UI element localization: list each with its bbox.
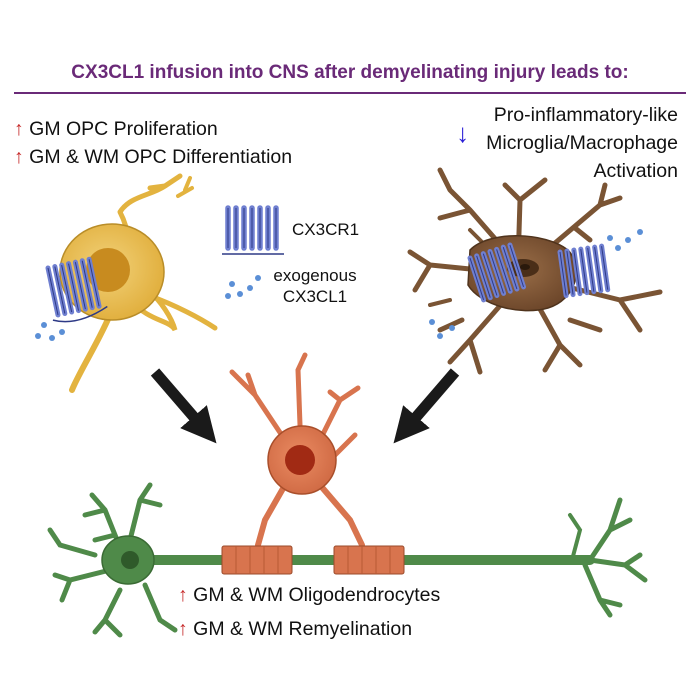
opc-ligand-dots <box>35 322 65 341</box>
outcome-2: ↑ GM & WM Remyelination <box>178 618 412 641</box>
title-underline <box>14 92 686 94</box>
microglia-receptor-right <box>557 243 611 299</box>
microglia-ligand-dots <box>429 229 643 339</box>
left-effect-1-label: GM OPC Proliferation <box>29 118 218 140</box>
opc-receptor <box>45 256 108 323</box>
opc-cell <box>59 173 218 393</box>
legend-ligand-dots <box>225 275 261 299</box>
decrease-arrow-icon: ↓ <box>456 118 470 148</box>
increase-arrow-icon: ↑ <box>14 118 24 140</box>
legend-ligand-label-1: exogenous <box>273 266 357 285</box>
oligodendrocyte-nucleus <box>285 445 315 475</box>
outcome-2-label: GM & WM Remyelination <box>193 618 413 640</box>
right-effect-line2: ↓ Microglia/Macrophage <box>456 118 678 155</box>
increase-arrow-icon: ↑ <box>178 618 188 640</box>
arrow-opc-to-oligodendrocyte <box>150 368 217 444</box>
legend-ligand-label-2: CX3CL1 <box>282 287 348 306</box>
arrow-microglia-to-oligodendrocyte <box>393 368 460 444</box>
legend-receptor-label: CX3CR1 <box>292 220 360 239</box>
left-effect-2-label: GM & WM OPC Differentiation <box>29 146 293 168</box>
right-effect-line1: Pro-inflammatory-like <box>493 104 678 126</box>
myelin-segments <box>221 545 405 575</box>
right-effect-line3: Activation <box>593 160 678 182</box>
left-effect-1: ↑ GM OPC Proliferation <box>14 118 218 141</box>
legend-receptor-icon <box>222 205 284 255</box>
outcome-1: ↑ GM & WM Oligodendrocytes <box>178 584 440 607</box>
outcome-1-label: GM & WM Oligodendrocytes <box>193 584 441 606</box>
right-effect-line2-label: Microglia/Macrophage <box>486 132 678 154</box>
increase-arrow-icon: ↑ <box>178 584 188 606</box>
microglia-receptor-left <box>467 242 527 303</box>
increase-arrow-icon: ↑ <box>14 146 24 168</box>
figure-title: CX3CL1 infusion into CNS after demyelina… <box>71 62 629 83</box>
left-effect-2: ↑ GM & WM OPC Differentiation <box>14 146 292 169</box>
